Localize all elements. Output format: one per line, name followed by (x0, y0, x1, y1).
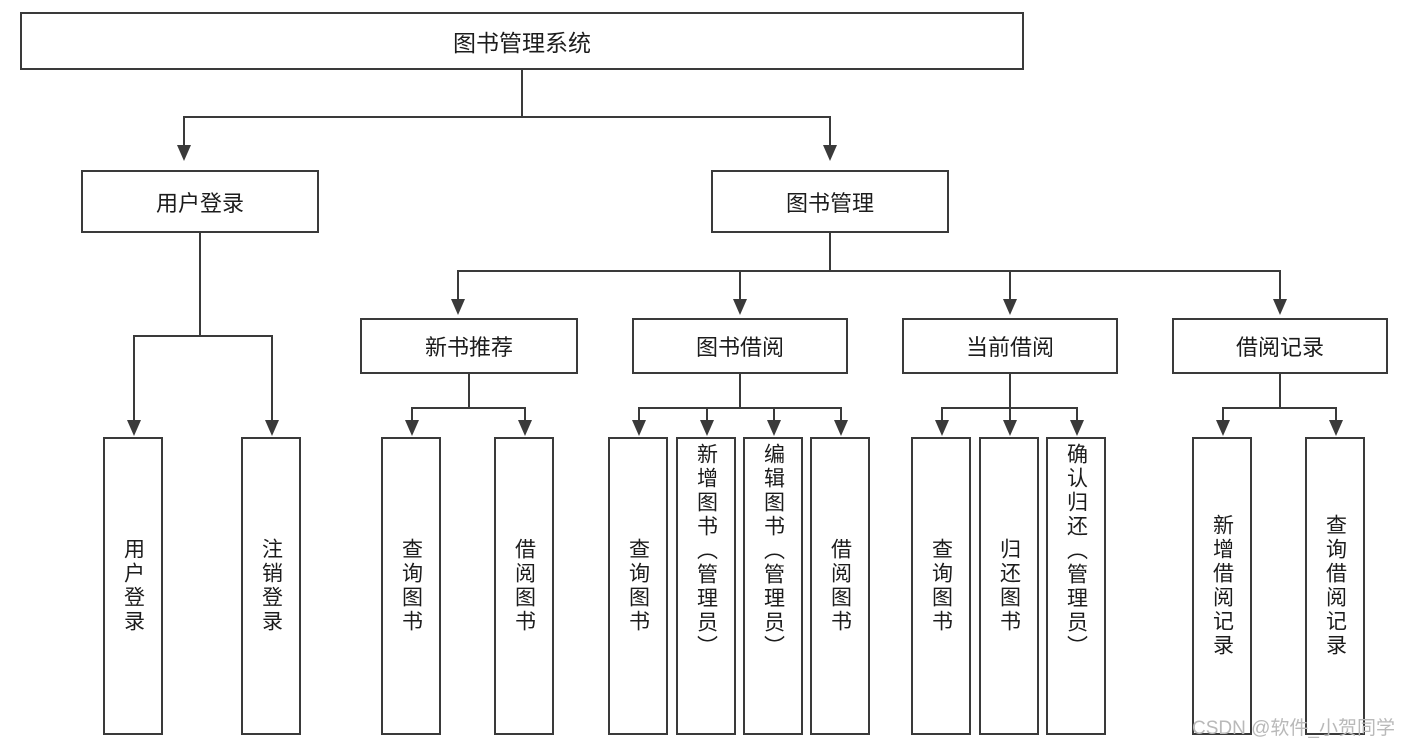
leaf-user-login-logout[interactable]: 注销登录 (241, 437, 301, 735)
node-label: 编辑图书（管理员） (761, 443, 785, 659)
connector-root-stem (521, 70, 523, 117)
node-label: 图书管理系统 (453, 30, 591, 56)
connector-user-login-drop-1 (133, 335, 135, 421)
node-label: 借阅记录 (1235, 335, 1324, 360)
leaf-borrow-record-add-record[interactable]: 新增借阅记录 (1192, 437, 1252, 735)
connector-new-book-drop-1 (411, 407, 413, 421)
connector-book-management-stem (829, 233, 831, 271)
node-label: 查询图书 (626, 538, 650, 634)
arrowhead-book-borrow-2 (700, 420, 714, 436)
arrowhead-book-borrow-1 (632, 420, 646, 436)
connector-level3-drop-3 (1009, 270, 1011, 300)
leaf-borrow-record-query-record[interactable]: 查询借阅记录 (1305, 437, 1365, 735)
connector-book-borrow-drop-1 (638, 407, 640, 421)
leaf-book-borrow-query-book[interactable]: 查询图书 (608, 437, 668, 735)
arrowhead-user-login-1 (127, 420, 141, 436)
connector-current-borrow-drop-1 (941, 407, 943, 421)
node-label: 图书借阅 (695, 335, 784, 360)
node-label: 归还图书 (997, 538, 1021, 634)
arrowhead-borrow-record-2 (1329, 420, 1343, 436)
leaf-new-book-borrow-book[interactable]: 借阅图书 (494, 437, 554, 735)
arrowhead-level3-4 (1273, 299, 1287, 315)
connector-book-borrow-drop-3 (773, 407, 775, 421)
node-label: 用户登录 (121, 538, 145, 634)
connector-book-borrow-drop-2 (706, 407, 708, 421)
connector-level3-bus (457, 270, 1281, 272)
connector-book-borrow-stem (739, 374, 741, 408)
node-label: 查询借阅记录 (1323, 514, 1347, 658)
node-label: 用户登录 (155, 190, 244, 216)
node-user-login[interactable]: 用户登录 (81, 170, 319, 233)
node-label: 确认归还（管理员） (1064, 443, 1088, 659)
arrowhead-level3-1 (451, 299, 465, 315)
connector-book-borrow-drop-4 (840, 407, 842, 421)
node-label: 借阅图书 (828, 538, 852, 634)
leaf-book-borrow-add-book-admin[interactable]: 新增图书（管理员） (676, 437, 736, 735)
node-new-book-recommend[interactable]: 新书推荐 (360, 318, 578, 374)
connector-user-login-stem (199, 233, 201, 336)
arrowhead-new-book-1 (405, 420, 419, 436)
node-label: 查询图书 (399, 538, 423, 634)
node-label: 新增借阅记录 (1210, 514, 1234, 658)
leaf-new-book-query-book[interactable]: 查询图书 (381, 437, 441, 735)
connector-new-book-stem (468, 374, 470, 408)
connector-level3-drop-4 (1279, 270, 1281, 300)
arrowhead-current-borrow-3 (1070, 420, 1084, 436)
connector-user-login-bus (133, 335, 273, 337)
leaf-user-login-login[interactable]: 用户登录 (103, 437, 163, 735)
connector-current-borrow-stem (1009, 374, 1011, 408)
node-label: 注销登录 (259, 538, 283, 634)
leaf-book-borrow-edit-book-admin[interactable]: 编辑图书（管理员） (743, 437, 803, 735)
connector-level3-drop-2 (739, 270, 741, 300)
connector-borrow-record-drop-1 (1222, 407, 1224, 421)
node-root-book-management-system[interactable]: 图书管理系统 (20, 12, 1024, 70)
arrowhead-book-borrow-3 (767, 420, 781, 436)
connector-borrow-record-stem (1279, 374, 1281, 408)
arrowhead-new-book-2 (518, 420, 532, 436)
node-current-borrow[interactable]: 当前借阅 (902, 318, 1118, 374)
connector-level2-drop-2 (829, 116, 831, 146)
connector-level2-drop-1 (183, 116, 185, 146)
node-label: 当前借阅 (965, 335, 1054, 360)
arrowhead-user-login-2 (265, 420, 279, 436)
connector-level2-bus (183, 116, 831, 118)
connector-level3-drop-1 (457, 270, 459, 300)
connector-borrow-record-bus (1222, 407, 1337, 409)
arrowhead-level3-2 (733, 299, 747, 315)
node-label: 新书推荐 (424, 335, 513, 360)
connector-book-borrow-bus (638, 407, 842, 409)
node-label: 借阅图书 (512, 538, 536, 634)
arrowhead-book-borrow-4 (834, 420, 848, 436)
node-book-borrow[interactable]: 图书借阅 (632, 318, 848, 374)
leaf-current-borrow-return-book[interactable]: 归还图书 (979, 437, 1039, 735)
node-book-management[interactable]: 图书管理 (711, 170, 949, 233)
connector-current-borrow-drop-2 (1009, 407, 1011, 421)
arrowhead-current-borrow-2 (1003, 420, 1017, 436)
arrowhead-borrow-record-1 (1216, 420, 1230, 436)
arrowhead-level2-1 (177, 145, 191, 161)
arrowhead-level2-2 (823, 145, 837, 161)
leaf-current-borrow-confirm-return-admin[interactable]: 确认归还（管理员） (1046, 437, 1106, 735)
arrowhead-level3-3 (1003, 299, 1017, 315)
node-label: 查询图书 (929, 538, 953, 634)
leaf-current-borrow-query-book[interactable]: 查询图书 (911, 437, 971, 735)
connector-new-book-bus (411, 407, 526, 409)
leaf-book-borrow-borrow-book[interactable]: 借阅图书 (810, 437, 870, 735)
node-label: 新增图书（管理员） (694, 443, 718, 659)
node-borrow-record[interactable]: 借阅记录 (1172, 318, 1388, 374)
csdn-watermark: CSDN @软件_小贺同学 (1192, 718, 1395, 739)
node-label: 图书管理 (785, 190, 874, 216)
arrowhead-current-borrow-1 (935, 420, 949, 436)
connector-new-book-drop-2 (524, 407, 526, 421)
connector-current-borrow-drop-3 (1076, 407, 1078, 421)
connector-user-login-drop-2 (271, 335, 273, 421)
connector-borrow-record-drop-2 (1335, 407, 1337, 421)
